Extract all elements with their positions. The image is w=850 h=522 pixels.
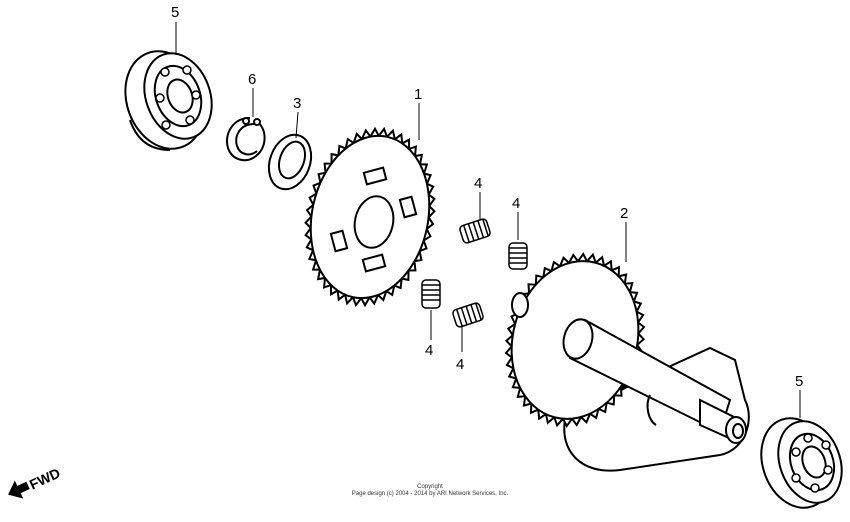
balancer-shaft-part[interactable] [494,247,750,472]
leader-line [295,111,299,139]
spring-part-b[interactable] [508,242,528,270]
callout-spring-a: 4 [474,175,482,192]
callout-driven-gear: 1 [414,86,422,103]
bearing-bottom-part[interactable] [749,408,850,518]
callout-bearing-bottom: 5 [795,373,803,390]
callout-bearing-top: 5 [171,4,179,21]
spring-part-a[interactable] [459,218,491,244]
callout-balancer-shaft: 2 [620,205,628,222]
copyright-notice: Copyright Page design (c) 2004 - 2014 by… [320,484,540,498]
callout-spring-b: 4 [512,195,520,212]
bearing-top-part[interactable] [112,40,223,160]
spring-part-c[interactable] [421,279,441,309]
fwd-indicator: FWD [8,465,63,499]
callout-spring-d: 4 [456,356,464,373]
callout-circlip: 6 [248,71,256,88]
callout-spring-c: 4 [425,342,433,359]
copyright-line-1: Copyright [417,484,443,490]
fwd-label: FWD [27,465,63,493]
copyright-line-2: Page design (c) 2004 - 2014 by ARI Netwo… [351,491,509,497]
washer-part[interactable] [262,129,319,195]
spring-part-d[interactable] [452,302,484,328]
driven-gear-part[interactable] [296,125,444,310]
circlip-part[interactable] [226,117,266,162]
callout-washer: 3 [293,95,301,112]
arrow-left-down-icon [8,480,30,499]
